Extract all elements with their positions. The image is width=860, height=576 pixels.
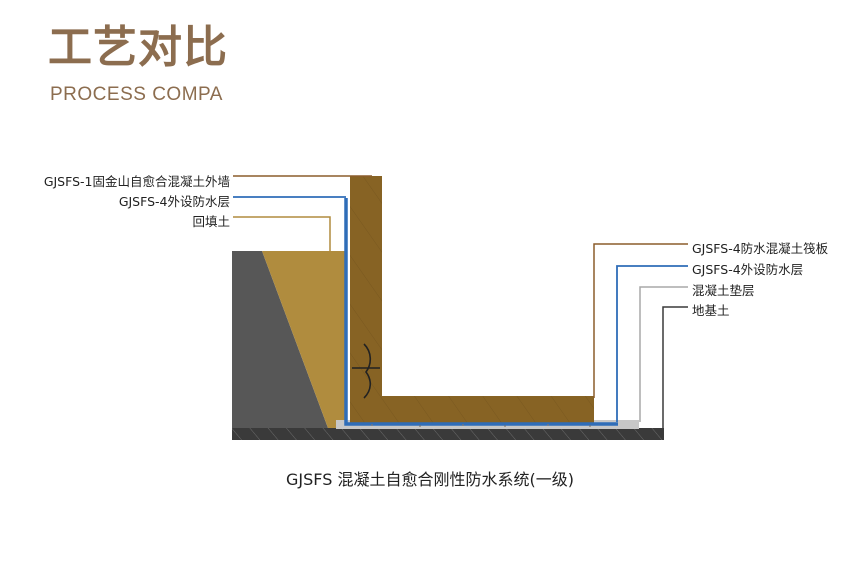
- leader-line-backfill: [233, 216, 331, 251]
- cushion-aggregate: [371, 424, 591, 427]
- label-membrane-left: GJSFS-4外设防水层: [119, 194, 230, 209]
- label-membrane-right: GJSFS-4外设防水层: [692, 262, 803, 277]
- leader-line-cushion: [639, 286, 688, 422]
- page-title: 工艺对比: [48, 22, 228, 73]
- label-cushion: 混凝土垫层: [692, 283, 755, 298]
- concrete-wall-and-raft: [350, 176, 594, 424]
- diagram-caption: GJSFS 混凝土自愈合刚性防水系统(一级): [286, 470, 574, 489]
- label-outer-wall: GJSFS-1固金山自愈合混凝土外墙: [44, 174, 230, 189]
- leader-line-foundation-soil: [662, 306, 688, 430]
- concrete-hatch: [350, 176, 594, 424]
- water-stop-mark: [352, 343, 380, 399]
- waterproof-membrane: [344, 198, 618, 426]
- leader-line-membrane-right: [616, 265, 688, 422]
- page-subtitle: PROCESS COMPA: [50, 85, 223, 104]
- label-backfill: 回填土: [192, 214, 230, 229]
- backfill-soil: [262, 251, 346, 428]
- label-raft: GJSFS-4防水混凝土筏板: [692, 241, 829, 256]
- existing-soil: [232, 251, 328, 428]
- label-foundation-soil: 地基土: [692, 303, 730, 318]
- leader-line-raft: [593, 243, 688, 398]
- ground-hatch: [232, 428, 664, 440]
